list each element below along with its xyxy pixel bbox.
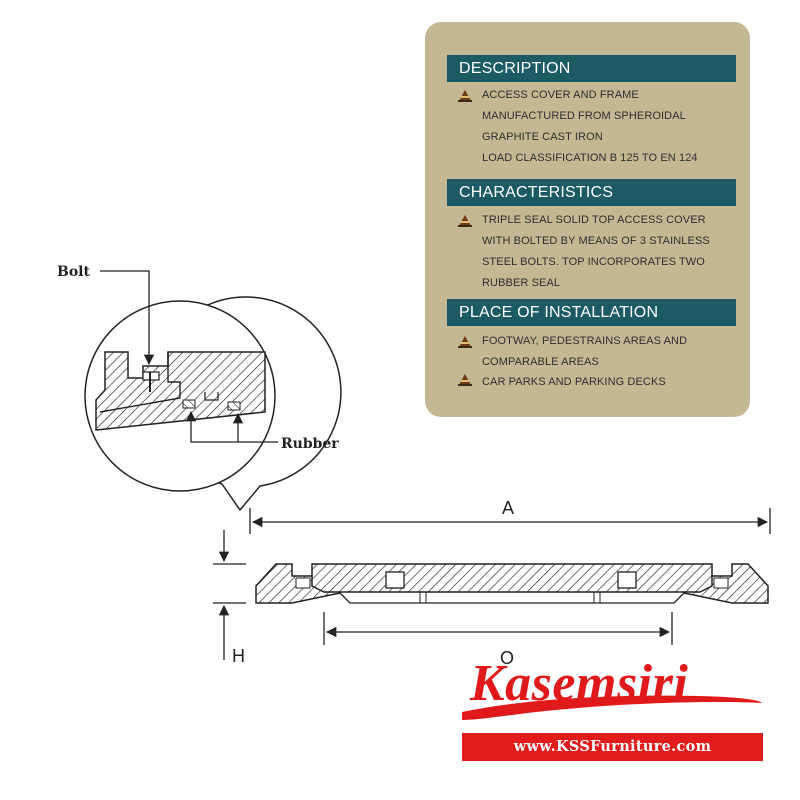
installation-heading: PLACE OF INSTALLATION	[447, 299, 736, 326]
description-heading: DESCRIPTION	[447, 55, 736, 82]
description-line: LOAD CLASSIFICATION B 125 TO EN 124	[482, 152, 698, 164]
logo-wordmark: Kasemsiri	[470, 655, 689, 712]
characteristics-line: RUBBER SEAL	[482, 277, 561, 289]
installation-line: CAR PARKS AND PARKING DECKS	[482, 376, 666, 388]
cone-bullet-icon	[458, 90, 472, 102]
installation-line: COMPARABLE AREAS	[482, 356, 599, 368]
installation-line: FOOTWAY, PEDESTRAINS AREAS AND	[482, 335, 688, 347]
characteristics-line: TRIPLE SEAL SOLID TOP ACCESS COVER	[482, 214, 706, 226]
description-line: ACCESS COVER AND FRAME	[482, 89, 639, 101]
characteristics-line: WITH BOLTED BY MEANS OF 3 STAINLESS	[482, 235, 710, 247]
cone-bullet-icon	[458, 374, 472, 386]
bolt-leader-arrow	[100, 270, 155, 366]
rubber-label: Rubber	[281, 436, 339, 452]
bolt-label: Bolt	[57, 264, 90, 280]
cover-frame-section	[255, 563, 769, 604]
spec-panel: DESCRIPTION ACCESS COVER AND FRAME MANUF…	[425, 22, 750, 417]
dim-h-label: H	[232, 646, 245, 666]
detail-callout	[84, 296, 342, 511]
dim-a-label: A	[502, 498, 514, 518]
rubber-leader-arrow	[185, 410, 278, 443]
characteristics-line: STEEL BOLTS. TOP INCORPORATES TWO	[482, 256, 705, 268]
cone-bullet-icon	[458, 215, 472, 227]
logo-swoosh	[462, 695, 762, 720]
website-url[interactable]: www.KSSFurniture.com	[462, 733, 763, 761]
characteristics-heading: CHARACTERISTICS	[447, 179, 736, 206]
description-line: MANUFACTURED FROM SPHEROIDAL	[482, 110, 686, 122]
description-line: GRAPHITE CAST IRON	[482, 131, 603, 143]
cone-bullet-icon	[458, 336, 472, 348]
dim-o-label: O	[500, 648, 514, 668]
detail-section	[95, 351, 266, 431]
